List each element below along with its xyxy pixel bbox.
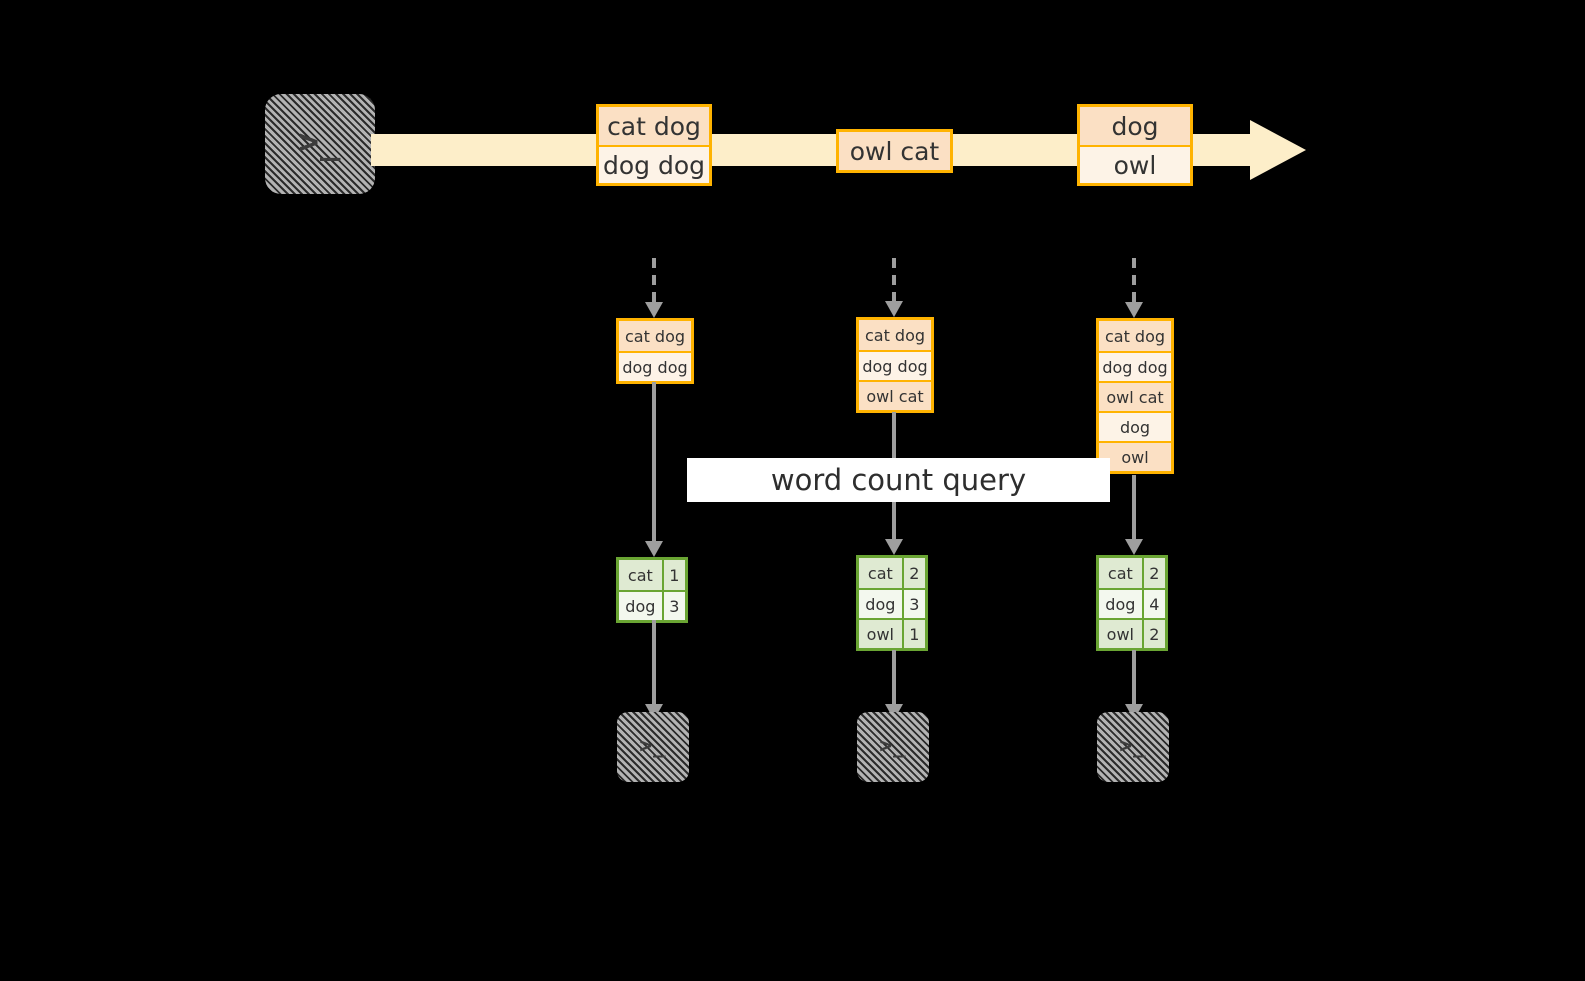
table-row: owl 1 — [859, 618, 925, 648]
source-terminal-icon: >_ — [265, 94, 375, 194]
stream-message-line: dog dog — [599, 145, 709, 183]
connector-shaft — [1132, 258, 1136, 302]
accumulated-message-line: cat dog — [1099, 321, 1171, 351]
accumulated-message-line: owl — [1099, 441, 1171, 471]
word-count-result-table: cat 2 dog 3 owl 1 — [856, 555, 928, 651]
accumulated-message-line: dog dog — [859, 350, 931, 380]
result-word-cell: dog — [859, 590, 904, 618]
result-count-cell: 2 — [1149, 624, 1160, 644]
connector-shaft — [652, 620, 656, 704]
connector-arrowhead — [645, 541, 663, 557]
terminal-prompt-glyph: >_ — [639, 733, 667, 758]
connector-arrowhead — [1125, 539, 1143, 555]
query-banner-label: word count query — [770, 463, 1027, 497]
result-count-cell: 4 — [1149, 594, 1160, 614]
result-word-cell: dog — [1099, 590, 1144, 618]
result-count-cell: 2 — [909, 563, 920, 583]
word-count-result-table: cat 1 dog 3 — [616, 557, 688, 623]
table-row: owl 2 — [1099, 618, 1165, 648]
connector-shaft — [1132, 650, 1136, 704]
result-count-cell: 2 — [1149, 563, 1160, 583]
terminal-prompt-glyph: >_ — [1119, 733, 1147, 758]
table-row: dog 3 — [859, 588, 925, 618]
result-word-cell: dog — [619, 592, 664, 620]
result-word-cell: owl — [859, 620, 904, 648]
table-row: dog 3 — [619, 590, 685, 620]
stream-message-box: owl cat — [836, 129, 953, 173]
stream-message-line: cat dog — [599, 107, 709, 145]
result-count-cell: 3 — [909, 594, 920, 614]
terminal-prompt-glyph: >_ — [298, 121, 342, 162]
word-count-result-table: cat 2 dog 4 owl 2 — [1096, 555, 1168, 651]
result-count-cell: 1 — [669, 565, 680, 585]
connector-arrowhead — [885, 301, 903, 317]
accumulated-message-line: owl cat — [1099, 381, 1171, 411]
accumulated-message-line: cat dog — [619, 321, 691, 351]
result-word-cell: cat — [619, 560, 664, 590]
stream-message-box: dog owl — [1077, 104, 1193, 186]
accumulated-messages-box: cat dog dog dog owl cat dog owl — [1096, 318, 1174, 474]
stream-message-line: dog — [1080, 107, 1190, 145]
accumulated-message-line: cat dog — [859, 320, 931, 350]
result-count-cell: 1 — [909, 624, 920, 644]
stream-message-line: owl — [1080, 145, 1190, 183]
connector-arrowhead — [1125, 302, 1143, 318]
accumulated-messages-box: cat dog dog dog owl cat — [856, 317, 934, 413]
result-word-cell: cat — [859, 558, 904, 588]
connector-shaft — [652, 258, 656, 302]
table-row: cat 1 — [619, 560, 685, 590]
table-row: dog 4 — [1099, 588, 1165, 618]
connector-shaft — [1132, 475, 1136, 539]
table-row: cat 2 — [859, 558, 925, 588]
terminal-prompt-glyph: >_ — [879, 733, 907, 758]
sink-terminal-icon: >_ — [857, 712, 929, 782]
connector-shaft — [892, 650, 896, 704]
result-count-cell: 3 — [669, 596, 680, 616]
connector-arrowhead — [645, 302, 663, 318]
sink-terminal-icon: >_ — [1097, 712, 1169, 782]
connector-arrowhead — [645, 704, 663, 720]
query-banner: word count query — [687, 458, 1110, 502]
result-word-cell: cat — [1099, 558, 1144, 588]
connector-arrowhead — [1125, 704, 1143, 720]
stream-arrow-head — [1250, 120, 1306, 180]
connector-arrowhead — [885, 539, 903, 555]
connector-arrowhead — [885, 704, 903, 720]
accumulated-message-line: dog — [1099, 411, 1171, 441]
connector-shaft — [892, 258, 896, 301]
table-row: cat 2 — [1099, 558, 1165, 588]
accumulated-message-line: owl cat — [859, 380, 931, 410]
connector-shaft — [652, 382, 656, 541]
accumulated-message-line: dog dog — [1099, 351, 1171, 381]
result-word-cell: owl — [1099, 620, 1144, 648]
accumulated-message-line: dog dog — [619, 351, 691, 381]
stream-message-box: cat dog dog dog — [596, 104, 712, 186]
sink-terminal-icon: >_ — [617, 712, 689, 782]
accumulated-messages-box: cat dog dog dog — [616, 318, 694, 384]
stream-message-line: owl cat — [839, 132, 950, 170]
